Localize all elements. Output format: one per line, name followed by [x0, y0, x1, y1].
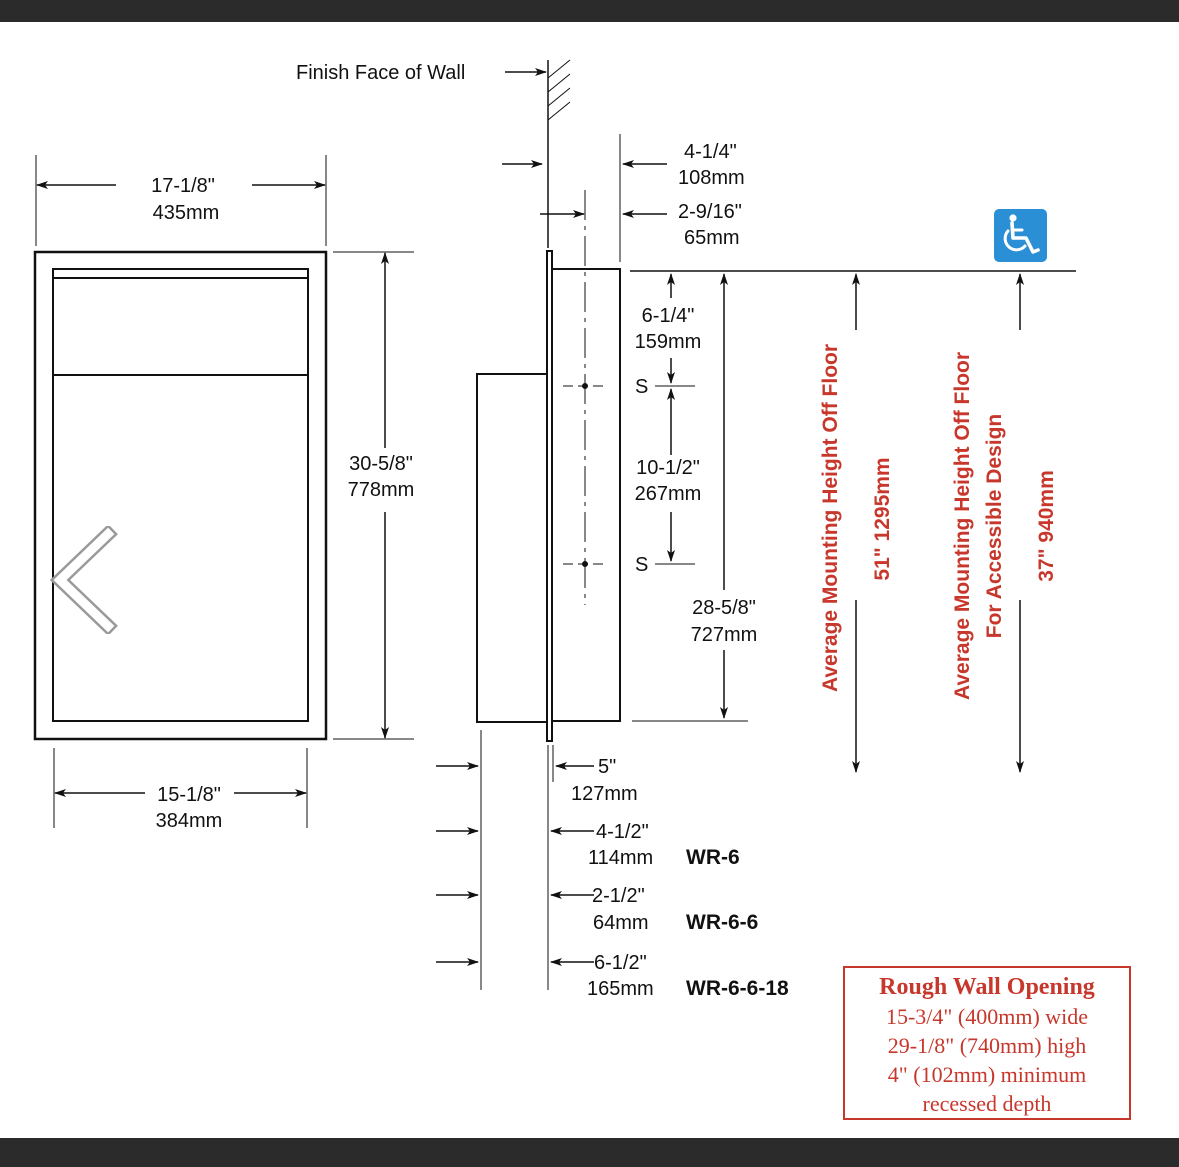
wr6-depth-in-label: 4-1/2": [596, 821, 649, 843]
accessible-mounting-value: 37" 940mm: [1035, 470, 1058, 582]
avg-mounting-height-label: Average Mounting Height Off Floor: [819, 344, 842, 692]
width-mm-label: 435mm: [153, 202, 220, 224]
depth-65mm-label: 65mm: [684, 227, 740, 249]
bottom-bar: [0, 1138, 1179, 1167]
depth-4-1-4-in-label: 4-1/4": [684, 141, 737, 163]
projection-in-label: 5": [598, 756, 616, 778]
rough-wall-opening-box: Rough Wall Opening 15-3/4" (400mm) wide …: [843, 966, 1131, 1120]
wr66-depth-in-label: 2-1/2": [592, 885, 645, 907]
bottom-height-mm-label: 727mm: [691, 624, 758, 646]
inner-width-mm-label: 384mm: [156, 810, 223, 832]
rough-opening-width: 15-3/4" (400mm) wide: [885, 1004, 1089, 1029]
finish-face-label: Finish Face of Wall: [296, 62, 465, 84]
screw-s-label: S: [635, 376, 648, 398]
wr6-depth-mm-label: 114mm: [588, 847, 653, 869]
wr66-depth-mm-label: 64mm: [593, 912, 649, 934]
front-view: [33, 250, 328, 741]
rough-opening-depth-note: recessed depth: [922, 1091, 1052, 1116]
model-wr-6: WR-6: [686, 846, 740, 869]
wr6618-depth-in-label: 6-1/2": [594, 952, 647, 974]
screw-offset-in-label: 6-1/4": [642, 305, 695, 327]
depth-108mm-label: 108mm: [678, 167, 745, 189]
wheelchair-icon: [994, 209, 1047, 262]
inner-width-in-label: 15-1/8": [157, 784, 221, 806]
screw-s-label: S: [635, 554, 648, 576]
bottom-height-in-label: 28-5/8": [692, 597, 756, 619]
wr6618-depth-mm-label: 165mm: [587, 978, 654, 1000]
accessible-mounting-label-2: For Accessible Design: [983, 414, 1006, 638]
rough-opening-depth: 4" (102mm) minimum: [887, 1062, 1087, 1087]
height-mm-label: 778mm: [348, 479, 415, 501]
screw-offset-mm-label: 159mm: [635, 331, 702, 353]
width-in-label: 17-1/8": [151, 175, 215, 197]
screw-spacing-mm-label: 267mm: [635, 483, 702, 505]
projection-mm-label: 127mm: [571, 783, 638, 805]
avg-mounting-height-value: 51" 1295mm: [871, 457, 894, 580]
top-bar: [0, 0, 1179, 22]
chevron-left-icon[interactable]: [48, 526, 118, 634]
depth-2-9-16-in-label: 2-9/16": [678, 201, 742, 223]
model-wr-6-6: WR-6-6: [686, 911, 758, 934]
side-view: [436, 59, 1076, 990]
rough-opening-height: 29-1/8" (740mm) high: [887, 1033, 1087, 1058]
screw-spacing-in-label: 10-1/2": [636, 457, 700, 479]
height-in-label: 30-5/8": [349, 453, 413, 475]
accessible-mounting-label-1: Average Mounting Height Off Floor: [951, 352, 974, 700]
rough-opening-title: Rough Wall Opening: [879, 974, 1095, 1000]
model-wr-6-6-18: WR-6-6-18: [686, 977, 789, 1000]
